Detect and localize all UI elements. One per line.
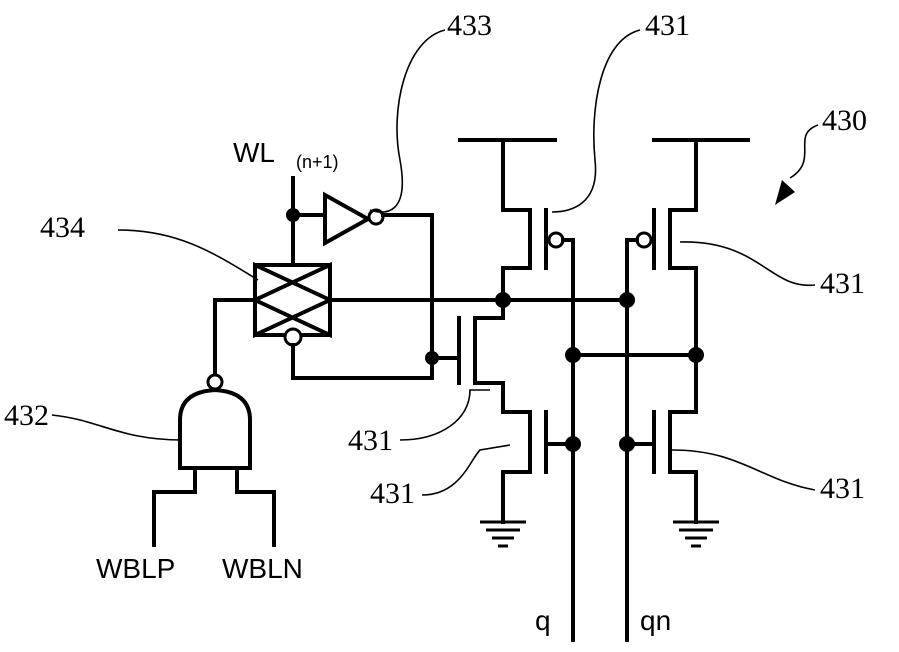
- word-line-wire: [291, 176, 327, 267]
- ref-434: 434: [40, 211, 85, 244]
- pmos-transistor-left: [501, 208, 575, 642]
- leader-lines: [51, 29, 819, 496]
- junction-dots: [286, 208, 704, 452]
- nmos-transistor-right-lower: [625, 353, 698, 524]
- word-line-label: WL: [233, 137, 275, 168]
- power-rail-left: [458, 138, 557, 212]
- qn-label: qn: [640, 605, 671, 636]
- ref-431-left-upper: 431: [348, 424, 393, 457]
- pmos-transistor-right: [625, 208, 698, 642]
- word-line-subscript: (n+1): [296, 152, 339, 172]
- nmos-transistor-left-lower: [501, 410, 575, 524]
- storage-node-wiring: [328, 298, 698, 357]
- ref-430: 430: [822, 104, 867, 137]
- ref-433: 433: [447, 9, 492, 42]
- arrow-head-430: [775, 180, 795, 205]
- inverter-433: [323, 191, 434, 360]
- ref-431-left-lower: 431: [370, 477, 415, 510]
- power-rail-right: [652, 138, 750, 212]
- ref-432: 432: [4, 399, 49, 432]
- nand-gate-432: [152, 373, 276, 547]
- transmission-gate-434: [213, 261, 434, 380]
- ground-symbol-left: [480, 520, 526, 548]
- wblp-label: WBLP: [96, 553, 175, 584]
- wbln-label: WBLN: [222, 553, 303, 584]
- nmos-pass-transistor-left: [430, 298, 505, 414]
- ref-431-right-upper: 431: [820, 267, 865, 300]
- ground-symbol-right: [673, 520, 719, 548]
- ref-431-top: 431: [645, 9, 690, 42]
- ref-431-right-lower: 431: [820, 472, 865, 505]
- q-label: q: [535, 605, 551, 636]
